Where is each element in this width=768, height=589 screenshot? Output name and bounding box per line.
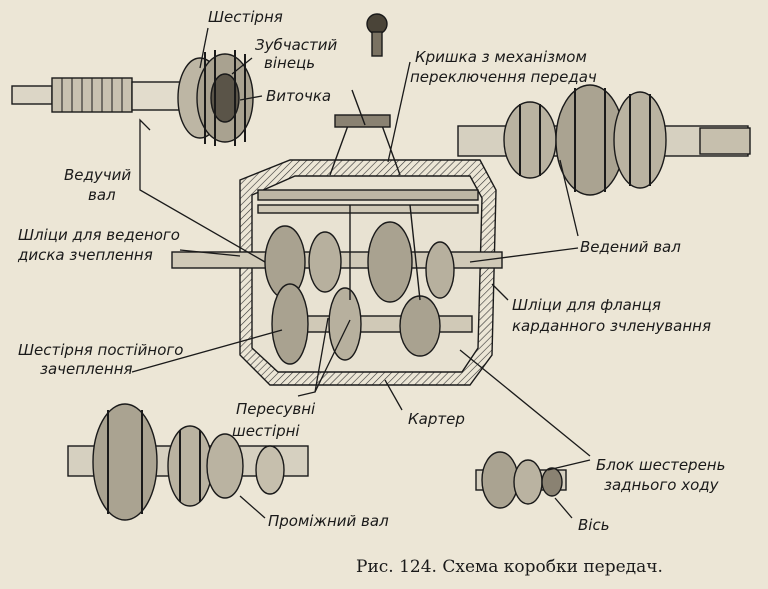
label-reverse-block-line1: Блок шестерень xyxy=(596,456,725,474)
label-ring-gear-line1: Зубчастий xyxy=(255,36,338,54)
label-clutch-splines-line1: Шліци для веденого xyxy=(18,226,180,244)
label-intermediate-shaft: Проміжний вал xyxy=(268,512,389,530)
figure-caption: Рис. 124. Схема коробки передач. xyxy=(356,557,663,577)
label-driven-shaft: Ведений вал xyxy=(580,238,681,256)
label-drive-shaft-line2: вал xyxy=(88,186,116,204)
intermediate-shaft-assembly xyxy=(67,403,309,521)
gearbox-housing xyxy=(171,89,503,386)
label-housing: Картер xyxy=(408,410,465,428)
label-flange-splines-line2: карданного зчленування xyxy=(512,317,711,335)
label-ring-gear-line2: вінець xyxy=(264,54,315,72)
leader-lines xyxy=(131,27,591,519)
drive-shaft-assembly xyxy=(11,50,254,146)
label-sliding-gears-line1: Пересувні xyxy=(236,400,316,418)
label-cover-line2: переключення передач xyxy=(410,68,597,86)
label-sliding-gears-line2: шестірні xyxy=(232,422,300,440)
shift-lever-knob xyxy=(366,13,388,57)
label-gear: Шестірня xyxy=(208,8,283,26)
label-clutch-splines-line2: диска зчеплення xyxy=(17,246,153,264)
label-flange-splines-line1: Шліци для фланця xyxy=(512,296,661,314)
label-constant-gear-line1: Шестірня постійного xyxy=(18,341,183,359)
label-fork-groove: Виточка xyxy=(266,87,331,105)
label-cover-line1: Кришка з механізмом xyxy=(415,48,587,66)
reverse-gear-block xyxy=(475,451,567,509)
label-reverse-block-line2: заднього ходу xyxy=(604,476,720,494)
label-axle: Вісь xyxy=(578,516,610,534)
label-drive-shaft-line1: Ведучий xyxy=(64,166,131,184)
label-constant-gear-line2: зачеплення xyxy=(40,360,133,378)
driven-shaft-assembly xyxy=(457,84,751,196)
